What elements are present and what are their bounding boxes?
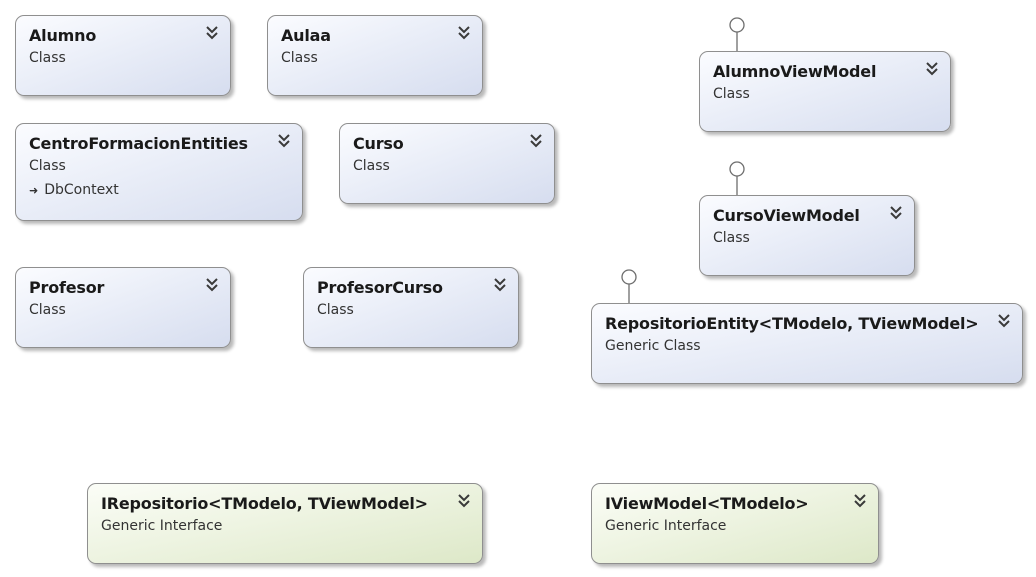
shape-iviewmodel[interactable]: IViewModel<TModelo> Generic Interface <box>591 483 879 564</box>
shape-name: Alumno <box>29 26 97 45</box>
shape-kind: Class <box>317 302 354 318</box>
shape-kind: Class <box>29 302 66 318</box>
interface-lollipop-icon <box>729 17 745 52</box>
double-chevron-down-icon[interactable] <box>277 132 291 148</box>
interface-lollipop-icon <box>729 161 745 196</box>
shape-repositorioentity[interactable]: RepositorioEntity<TModelo, TViewModel> G… <box>591 303 1023 384</box>
shape-kind: Class <box>29 50 66 66</box>
shape-kind: Class <box>713 86 750 102</box>
shape-kind: Class <box>29 158 66 174</box>
double-chevron-down-icon[interactable] <box>493 276 507 292</box>
interface-lollipop-icon <box>621 269 637 304</box>
shape-aulaa[interactable]: Aulaa Class <box>267 15 483 96</box>
double-chevron-down-icon[interactable] <box>925 60 939 76</box>
double-chevron-down-icon[interactable] <box>889 204 903 220</box>
shape-kind: Class <box>281 50 318 66</box>
double-chevron-down-icon[interactable] <box>853 492 867 508</box>
double-chevron-down-icon[interactable] <box>457 24 471 40</box>
shape-name: Profesor <box>29 278 105 297</box>
double-chevron-down-icon[interactable] <box>205 24 219 40</box>
base-type: ➜ DbContext <box>29 182 119 198</box>
shape-kind: Generic Interface <box>101 518 223 534</box>
shape-cursoviewmodel[interactable]: CursoViewModel Class <box>699 195 915 276</box>
shape-name: CentroFormacionEntities <box>29 134 248 153</box>
shape-kind: Class <box>713 230 750 246</box>
shape-alumno[interactable]: Alumno Class <box>15 15 231 96</box>
shape-name: IRepositorio<TModelo, TViewModel> <box>101 494 428 513</box>
shape-curso[interactable]: Curso Class <box>339 123 555 204</box>
shape-profesor[interactable]: Profesor Class <box>15 267 231 348</box>
shape-kind: Class <box>353 158 390 174</box>
shape-irepositorio[interactable]: IRepositorio<TModelo, TViewModel> Generi… <box>87 483 483 564</box>
inheritance-arrow-icon: ➜ <box>29 184 39 197</box>
shape-kind: Generic Interface <box>605 518 727 534</box>
shape-name: Curso <box>353 134 404 153</box>
shape-profesorcurso[interactable]: ProfesorCurso Class <box>303 267 519 348</box>
shape-name: RepositorioEntity<TModelo, TViewModel> <box>605 314 979 333</box>
shape-name: AlumnoViewModel <box>713 62 877 81</box>
base-type-label: DbContext <box>44 182 119 198</box>
shape-alumnoviewmodel[interactable]: AlumnoViewModel Class <box>699 51 951 132</box>
shape-name: Aulaa <box>281 26 331 45</box>
shape-name: ProfesorCurso <box>317 278 443 297</box>
shape-kind: Generic Class <box>605 338 701 354</box>
shape-name: IViewModel<TModelo> <box>605 494 809 513</box>
shape-centroformacionentities[interactable]: CentroFormacionEntities Class ➜ DbContext <box>15 123 303 221</box>
shape-name: CursoViewModel <box>713 206 860 225</box>
double-chevron-down-icon[interactable] <box>205 276 219 292</box>
double-chevron-down-icon[interactable] <box>457 492 471 508</box>
double-chevron-down-icon[interactable] <box>529 132 543 148</box>
double-chevron-down-icon[interactable] <box>997 312 1011 328</box>
